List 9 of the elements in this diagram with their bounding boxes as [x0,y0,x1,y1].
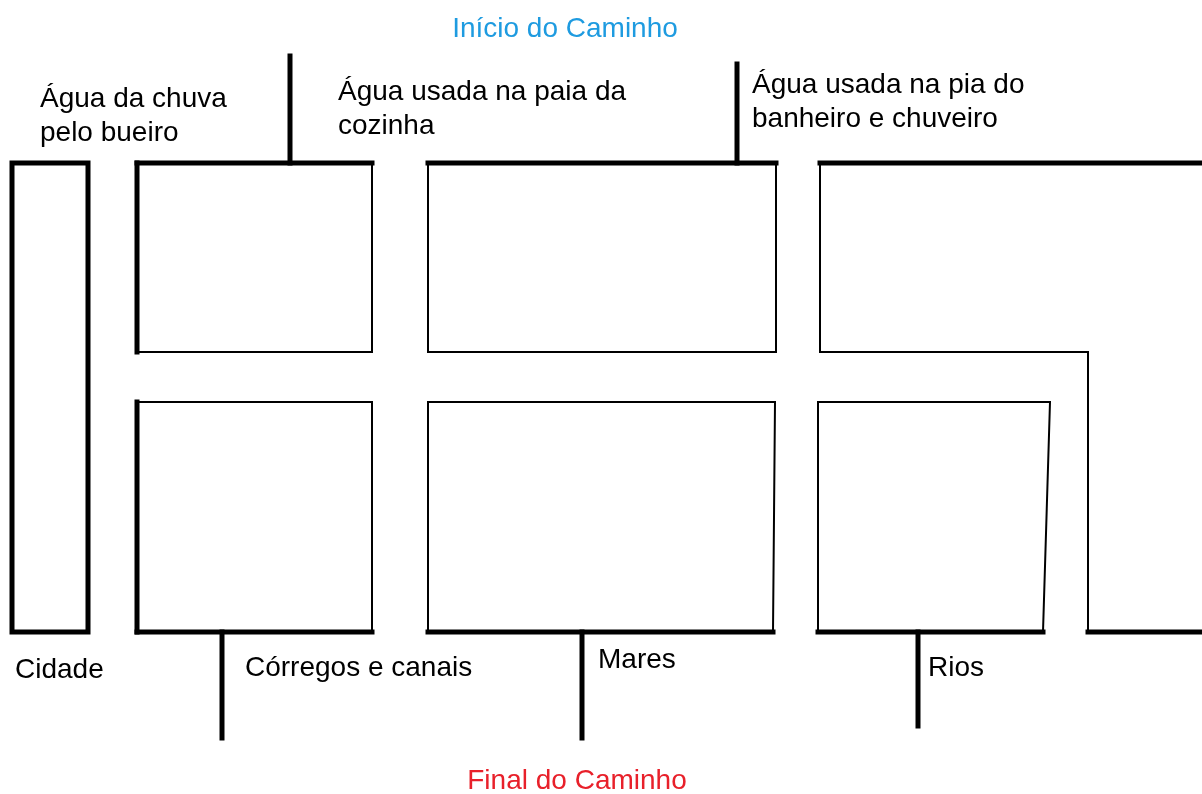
heading: Início do Caminho [451,11,679,45]
place-label: Córregos e canais [245,650,473,684]
place-label: Cidade [15,652,104,686]
place-label: Rios [928,650,984,684]
caption: Final do Caminho [466,763,688,794]
place-label: Água da chuva pelo bueiro [40,81,228,149]
place-label: Mares [598,642,676,676]
place-label: Água usada na pia do banheiro e chuveiro [752,67,1026,135]
place-label: Água usada na paia da cozinha [338,74,628,142]
